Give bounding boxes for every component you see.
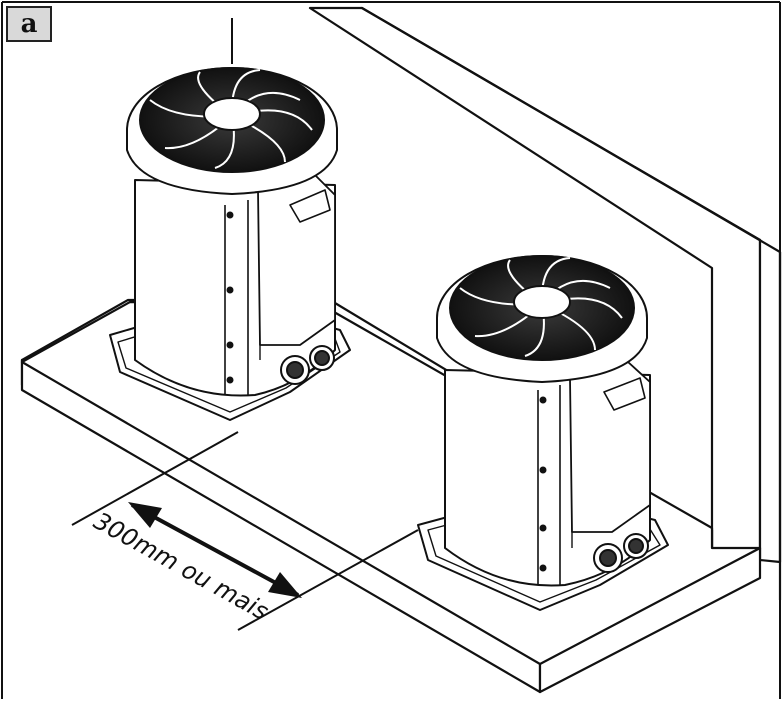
extension-line-1 — [71, 431, 239, 526]
panel-label-badge: a — [6, 6, 52, 42]
dimension-arrowheads — [128, 502, 302, 598]
dimension-line — [131, 503, 299, 597]
extension-line-2 — [237, 529, 419, 631]
heat-pump-unit-2 — [417, 255, 669, 611]
pipe-connectors-1 — [280, 345, 335, 385]
heat-pump-unit-1 — [109, 18, 351, 421]
arrowhead-left — [128, 502, 162, 528]
pipe-connectors-2 — [593, 533, 649, 573]
dimension-annotation — [71, 431, 419, 631]
arrowhead-right — [268, 572, 302, 598]
panel-label: a — [20, 9, 38, 39]
